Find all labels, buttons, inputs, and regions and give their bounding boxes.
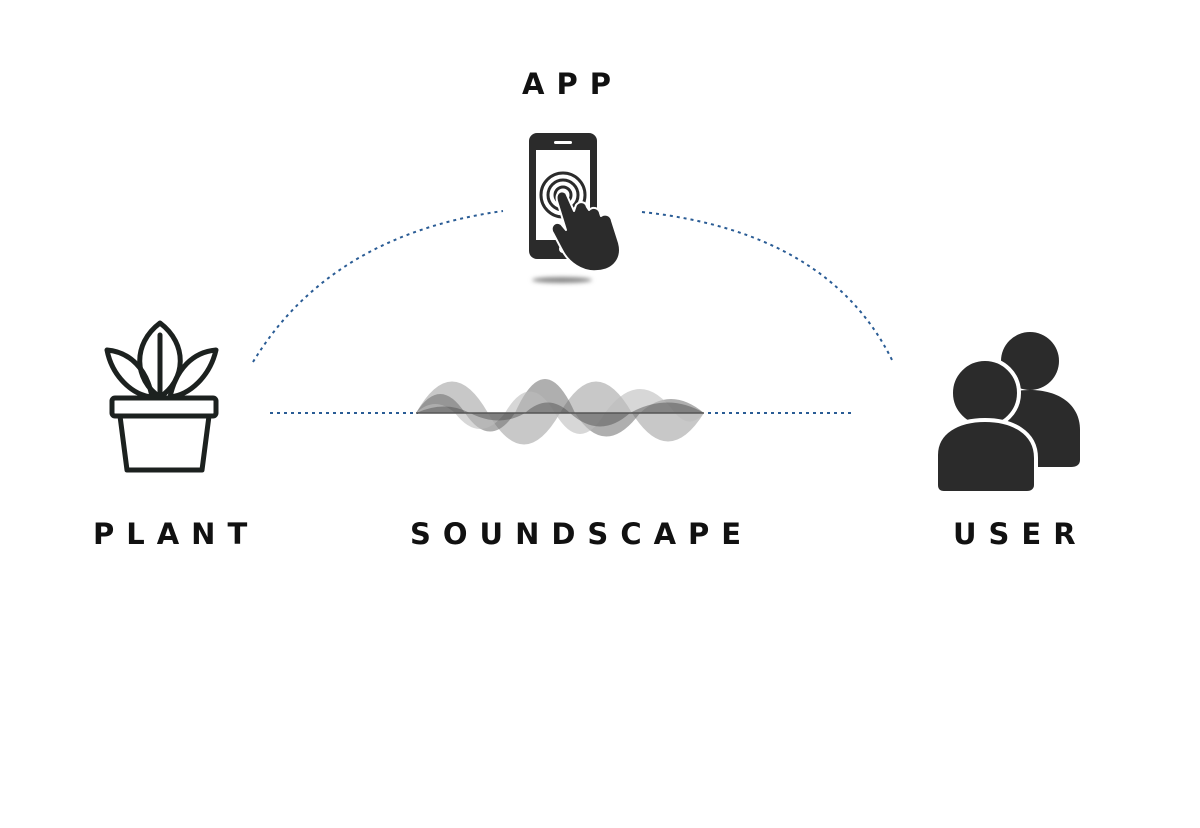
app-label: APP (522, 67, 623, 101)
plant-label: PLANT (93, 517, 260, 551)
connector-plant-app (252, 210, 504, 363)
sound-wave-icon (416, 379, 704, 445)
user-label: USER (953, 517, 1088, 551)
connector-app-user (641, 211, 894, 363)
users-icon (934, 332, 1080, 495)
smartphone-touch-icon (529, 133, 621, 283)
potted-plant-icon (104, 320, 219, 473)
soundscape-label: SOUNDSCAPE (410, 517, 754, 551)
